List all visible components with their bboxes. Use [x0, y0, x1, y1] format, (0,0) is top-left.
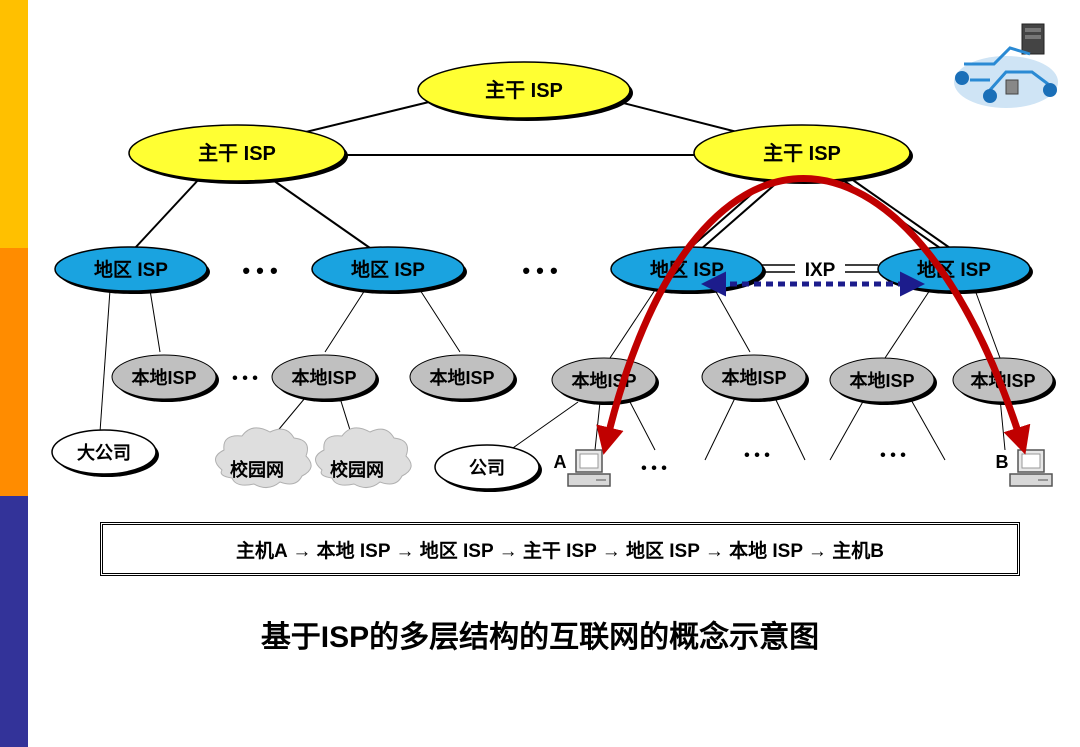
local-isp-4: 本地ISP — [551, 357, 659, 405]
ellipsis-hosts-1: • • • — [641, 460, 667, 477]
ellipsis-hosts-2: • • • — [744, 447, 770, 464]
host-b-label: B — [996, 452, 1009, 472]
campus-network-1: 校园网 — [215, 427, 312, 488]
backbone-isp-left: 主干 ISP — [128, 124, 348, 184]
ellipsis-local: • • • — [232, 370, 258, 387]
local-isp-2-label: 本地ISP — [291, 367, 356, 388]
regional-isp-4-label: 地区 ISP — [917, 258, 991, 281]
backbone-isp-top: 主干 ISP — [417, 61, 633, 121]
backbone-isp-left-label: 主干 ISP — [198, 141, 276, 165]
campus-network-2: 校园网 — [315, 427, 412, 488]
ellipsis-regional-1: • • • — [242, 258, 277, 283]
route-path-text: 主机A → 本地 ISP → 地区 ISP → 主干 ISP → 地区 ISP … — [236, 540, 884, 562]
local-isp-1-label: 本地ISP — [131, 367, 196, 388]
campus-network-2-label: 校园网 — [330, 459, 384, 480]
regional-isp-1-label: 地区 ISP — [94, 258, 168, 281]
route-path-box: 主机A → 本地 ISP → 地区 ISP → 主干 ISP → 地区 ISP … — [100, 522, 1020, 576]
diagram-caption: 基于ISP的多层结构的互联网的概念示意图 — [260, 621, 820, 654]
regional-isp-3-label: 地区 ISP — [650, 258, 724, 281]
side-bar-yellow — [0, 0, 28, 248]
local-isp-5: 本地ISP — [701, 354, 809, 402]
regional-isp-2: 地区 ISP — [311, 246, 467, 294]
local-isp-5-label: 本地ISP — [721, 367, 786, 388]
host-a-label: A — [554, 452, 567, 472]
local-isp-6-label: 本地ISP — [849, 370, 914, 391]
company-label: 公司 — [469, 458, 505, 478]
backbone-isp-top-label: 主干 ISP — [485, 78, 563, 102]
backbone-isp-right-label: 主干 ISP — [763, 141, 841, 165]
local-isp-3-label: 本地ISP — [429, 367, 494, 388]
regional-isp-1: 地区 ISP — [54, 246, 210, 294]
campus-network-1-label: 校园网 — [230, 459, 284, 480]
network-topology-icon — [954, 23, 1058, 108]
backbone-isp-right: 主干 ISP — [693, 124, 913, 184]
local-isp-6: 本地ISP — [829, 357, 937, 405]
local-isp-2: 本地ISP — [271, 354, 379, 402]
local-isp-1: 本地ISP — [111, 354, 219, 402]
local-isp-3: 本地ISP — [409, 354, 517, 402]
ellipsis-hosts-3: • • • — [880, 447, 906, 464]
host-b-computer-icon — [1009, 449, 1053, 487]
local-isp-7: 本地ISP — [952, 357, 1056, 405]
company-node: 公司 — [434, 444, 542, 492]
big-company-node: 大公司 — [51, 429, 159, 477]
host-a-computer-icon — [567, 449, 611, 487]
ixp-link: IXP — [762, 256, 878, 281]
side-bar-navy — [0, 496, 28, 747]
ellipsis-regional-2: • • • — [522, 258, 557, 283]
regional-isp-3: 地区 ISP — [610, 246, 766, 294]
big-company-label: 大公司 — [77, 442, 131, 463]
ixp-label: IXP — [805, 260, 836, 281]
regional-isp-2-label: 地区 ISP — [351, 258, 425, 281]
side-color-bar — [0, 0, 28, 747]
route-arrow — [596, 175, 1031, 455]
side-bar-orange — [0, 248, 28, 496]
